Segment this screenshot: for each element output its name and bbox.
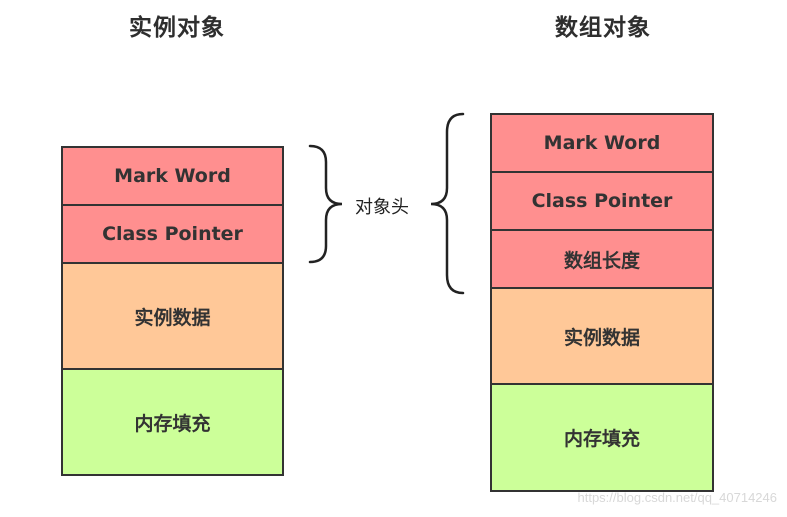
watermark: https://blog.csdn.net/qq_40714246 bbox=[577, 490, 778, 505]
left-class-pointer-cell: Class Pointer bbox=[63, 206, 282, 264]
right-instance-data-cell: 实例数据 bbox=[492, 289, 712, 385]
right-header-brace bbox=[430, 112, 465, 295]
left-instance-data-cell: 实例数据 bbox=[63, 264, 282, 370]
left-padding-cell: 内存填充 bbox=[63, 370, 282, 474]
right-class-pointer-cell: Class Pointer bbox=[492, 173, 712, 231]
instance-object-title: 实例对象 bbox=[129, 15, 225, 41]
right-array-length-cell: 数组长度 bbox=[492, 231, 712, 289]
left-header-brace bbox=[308, 144, 343, 264]
right-padding-cell: 内存填充 bbox=[492, 385, 712, 490]
array-object-title: 数组对象 bbox=[555, 15, 651, 41]
array-object-layout: Mark Word Class Pointer 数组长度 实例数据 内存填充 bbox=[490, 113, 714, 492]
instance-object-layout: Mark Word Class Pointer 实例数据 内存填充 bbox=[61, 146, 284, 476]
left-mark-word-cell: Mark Word bbox=[63, 148, 282, 206]
right-mark-word-cell: Mark Word bbox=[492, 115, 712, 173]
object-header-label: 对象头 bbox=[355, 197, 409, 218]
